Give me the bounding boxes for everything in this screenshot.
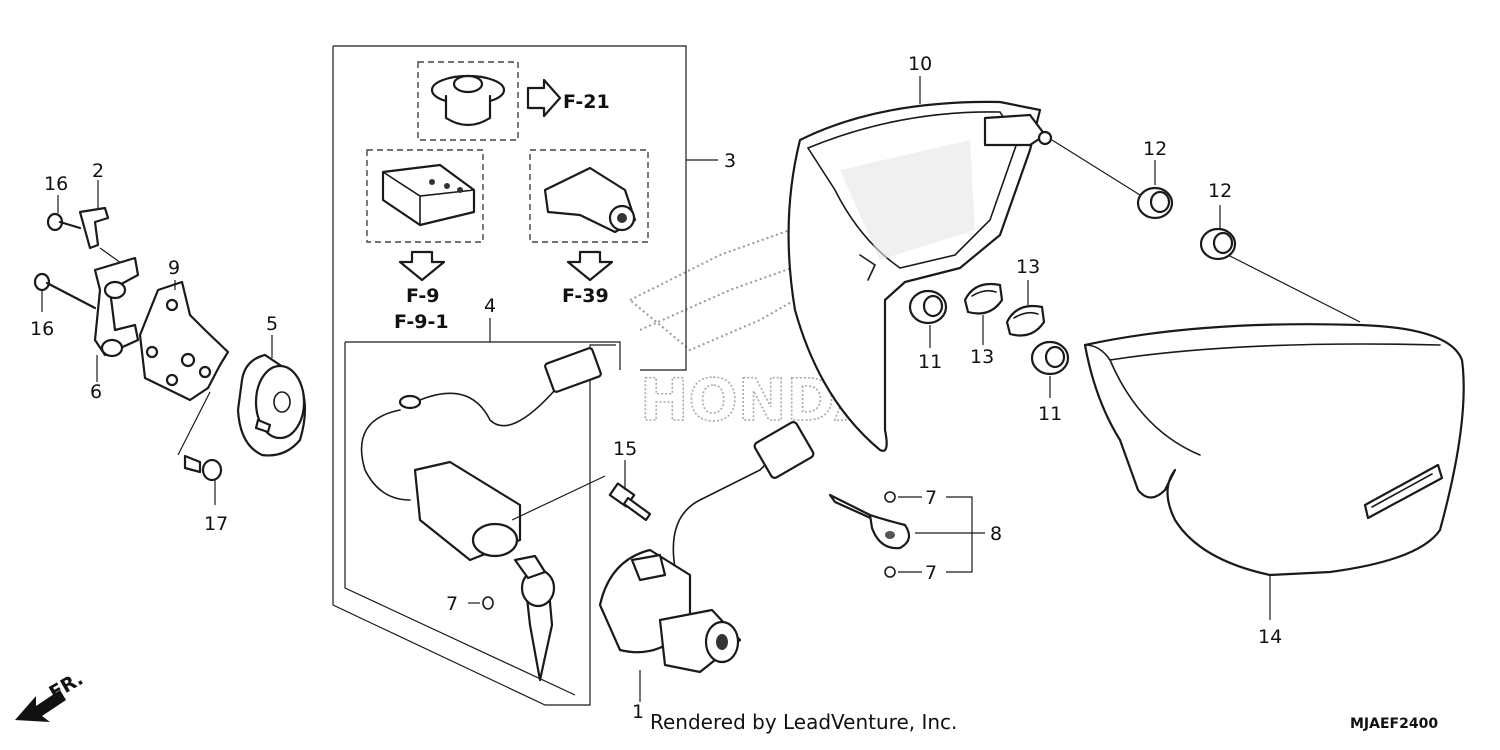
ref-f21: F-21 <box>563 91 610 113</box>
callout-7c: 7 <box>925 562 937 584</box>
callout-9: 9 <box>168 257 180 279</box>
box-f9 <box>366 149 484 243</box>
callout-2: 2 <box>92 160 104 182</box>
o-ring-7a <box>482 596 494 610</box>
ref-f9: F-9 <box>406 285 440 307</box>
grommet-part-12b <box>1199 227 1237 261</box>
callout-1: 1 <box>632 701 644 723</box>
bolt-part-16a <box>46 212 82 232</box>
callout-16b: 16 <box>30 318 54 340</box>
callout-17: 17 <box>204 513 228 535</box>
key-part-8 <box>828 493 911 550</box>
side-cover-left-part-10 <box>787 100 1053 452</box>
callout-15: 15 <box>613 438 637 460</box>
callout-8: 8 <box>990 523 1002 545</box>
grommet-part-13a <box>963 282 1004 315</box>
leader-8-group <box>898 496 985 573</box>
box-f39 <box>529 149 649 243</box>
ref-f39: F-39 <box>562 285 609 307</box>
bracket-part-6 <box>93 256 140 358</box>
callout-13b: 13 <box>1016 256 1040 278</box>
grommet-part-11a <box>908 289 948 325</box>
lock-cylinder-part-1 <box>598 421 815 674</box>
bolt-part-16b <box>33 272 97 310</box>
front-arrow-icon <box>15 690 66 722</box>
callout-4: 4 <box>484 295 496 317</box>
f9-part <box>381 163 476 227</box>
o-ring-7b <box>884 491 896 503</box>
leader-12a <box>1051 139 1141 196</box>
callout-11a: 11 <box>918 351 942 373</box>
leader-4b <box>511 475 606 521</box>
plate-part-9 <box>138 280 230 402</box>
ignition-switch-part-4 <box>360 347 602 682</box>
bolt-part-15 <box>608 482 652 522</box>
callout-12a: 12 <box>1143 138 1167 160</box>
lock-body-part-5 <box>236 353 307 457</box>
side-cover-right-part-14 <box>1083 323 1465 577</box>
grommet-part-11b <box>1030 340 1070 376</box>
bolt-part-17 <box>183 454 223 482</box>
bracket-part-2 <box>78 206 110 250</box>
callout-14: 14 <box>1258 626 1282 648</box>
arrow-f9 <box>398 250 446 282</box>
callout-12b: 12 <box>1208 180 1232 202</box>
arrow-f39 <box>566 250 614 282</box>
callout-6: 6 <box>90 381 102 403</box>
render-credit: Rendered by LeadVenture, Inc. <box>650 710 958 734</box>
leader-9b <box>177 391 211 456</box>
grommet-part-12a <box>1136 186 1174 220</box>
assembly-box-3 <box>332 45 687 706</box>
o-ring-7c <box>884 566 896 578</box>
callout-5: 5 <box>266 313 278 335</box>
leader-12b <box>1227 254 1361 323</box>
callout-10: 10 <box>908 53 932 75</box>
grommet-ref-part <box>430 74 506 127</box>
callout-3: 3 <box>724 150 736 172</box>
callout-13a: 13 <box>970 346 994 368</box>
ref-f9-1: F-9-1 <box>394 311 449 333</box>
callout-7b: 7 <box>925 487 937 509</box>
assembly-inner-box <box>344 341 621 696</box>
callout-11b: 11 <box>1038 403 1062 425</box>
f39-part <box>543 166 637 234</box>
grommet-part-13b <box>1005 304 1046 337</box>
diagram-code: MJAEF2400 <box>1350 716 1439 732</box>
arrow-f21 <box>526 78 562 118</box>
callout-16a: 16 <box>44 173 68 195</box>
callout-7a: 7 <box>446 593 458 615</box>
box-grommet-ref <box>417 61 519 141</box>
